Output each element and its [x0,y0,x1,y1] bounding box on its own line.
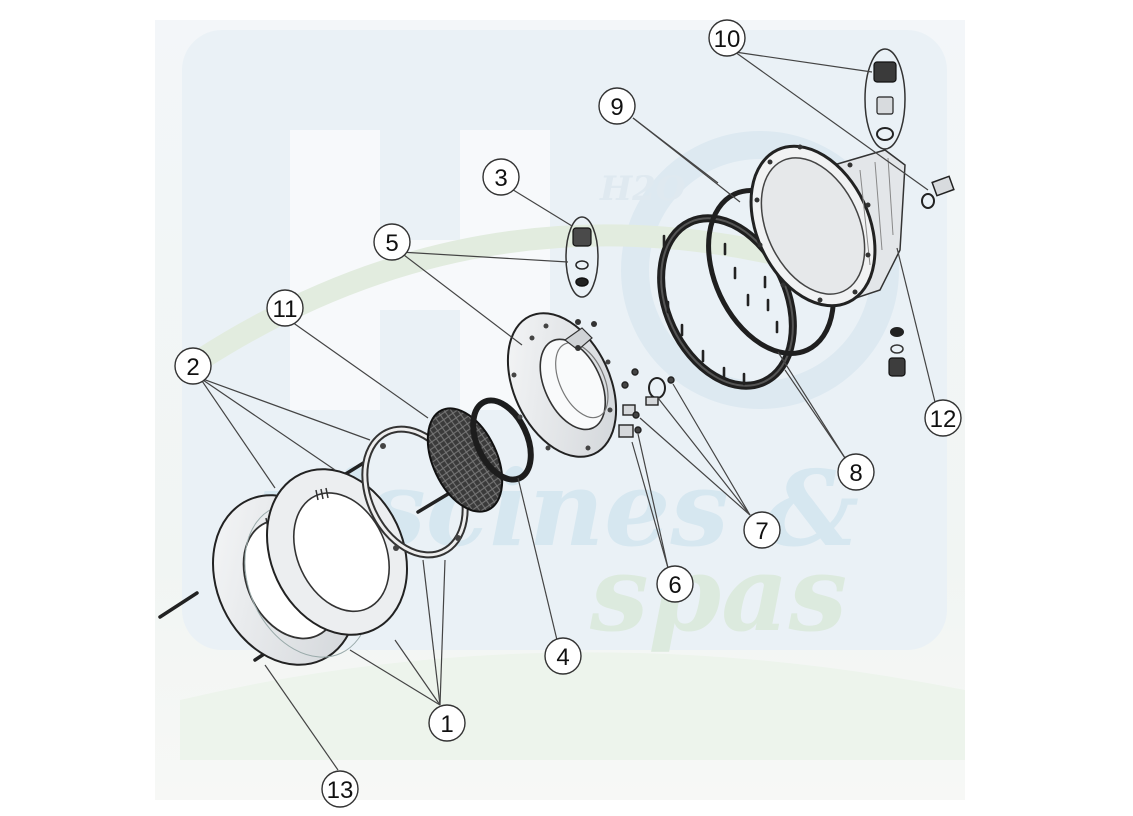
callout-5-label: 5 [385,230,398,257]
callout-3: 3 [482,158,520,196]
lens-gasket [470,397,534,483]
lens [426,407,504,513]
callout-9: 9 [598,87,636,125]
callout-5: 5 [373,223,411,261]
spare-gland-parts [888,327,906,377]
watermark-line2: spas [589,532,847,655]
callout-1: 1 [428,704,466,742]
side-connector [921,175,955,209]
callout-3-label: 3 [494,165,507,192]
callout-1-label: 1 [440,711,453,738]
callout-13-label: 13 [327,777,354,804]
callout-2: 2 [174,347,212,385]
callout-4-label: 4 [556,644,569,671]
callout-10-label: 10 [714,26,741,53]
callout-7-label: 7 [755,518,768,545]
callout-8-label: 8 [849,460,862,487]
callout-8: 8 [837,453,875,491]
callout-6-label: 6 [668,572,681,599]
callout-10: 10 [708,19,746,57]
callout-11: 11 [266,289,304,327]
leader-lines [199,51,936,771]
callout-13: 13 [321,770,359,808]
callout-12: 12 [924,399,962,437]
niche-housing [749,144,906,308]
watermark-logo-text: H2O [599,169,686,209]
callout-4: 4 [544,637,582,675]
cable-gland-set-small [565,216,599,298]
callout-6: 6 [656,565,694,603]
callout-bubbles: 1 2 3 4 5 6 7 8 [174,19,962,808]
callout-7: 7 [743,511,781,549]
small-hardware [618,368,675,438]
callout-9-label: 9 [610,94,623,121]
lamp-flange [506,312,618,458]
callout-2-label: 2 [186,354,199,381]
callout-11-label: 11 [273,296,298,323]
callout-12-label: 12 [930,406,957,433]
cable-gland-set [864,48,906,150]
gasket-screws [657,206,779,386]
